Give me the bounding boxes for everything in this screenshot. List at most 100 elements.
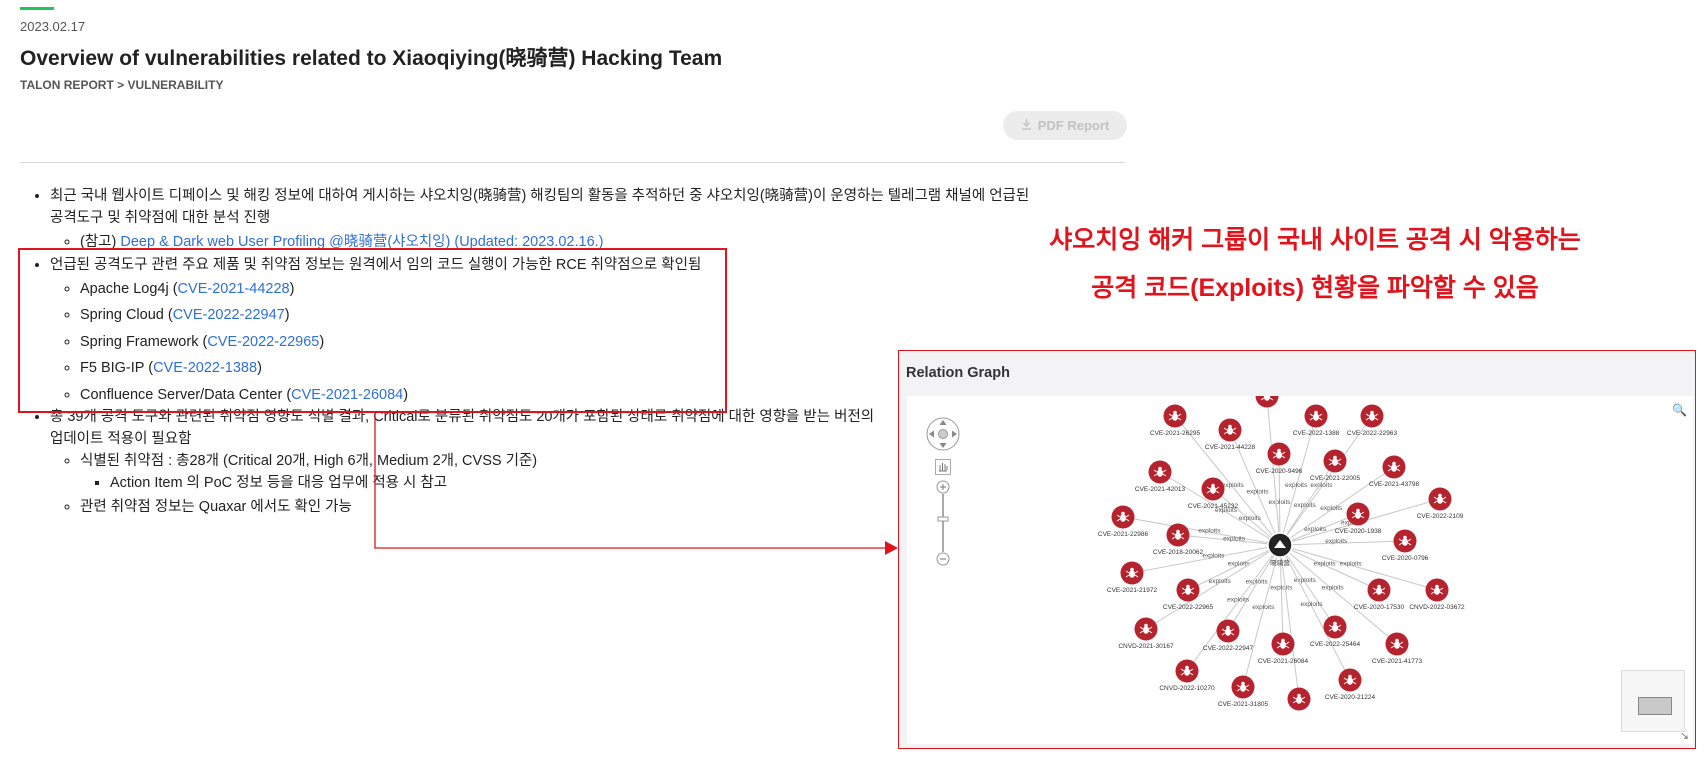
graph-edge: [1186, 544, 1281, 672]
report-content: 최근 국내 웹사이트 디페이스 및 해킹 정보에 대하여 게시하는 샤오치잉(晓…: [20, 185, 1110, 523]
graph-edge: [1278, 453, 1281, 546]
graph-edge: [1266, 396, 1281, 546]
cve-link[interactable]: CVE-2022-1388: [153, 360, 258, 376]
graph-node: CVE-2021-42013: [1135, 460, 1186, 493]
graph-node: CVE-2020-0796: [1382, 529, 1429, 562]
bullet-analysis-background: 최근 국내 웹사이트 디페이스 및 해킹 정보에 대하여 게시하는 샤오치잉(晓…: [50, 185, 1110, 253]
edge-label: exploits: [1320, 505, 1343, 512]
edge-label: exploits: [1340, 560, 1363, 567]
graph-node-label: CVE-2021-31805: [1218, 701, 1269, 708]
edge-label: exploits: [1294, 502, 1317, 509]
edge-label: exploits: [1228, 560, 1251, 567]
download-icon: [1021, 118, 1032, 133]
graph-node-label: CVE-2021-22005: [1310, 475, 1361, 482]
graph-node: [1255, 396, 1279, 408]
edge-label: exploits: [1227, 597, 1250, 604]
graph-center-node: 晓骑营: [1267, 532, 1293, 567]
relation-graph-title: Relation Graph: [906, 365, 1010, 381]
graph-node-label: CVE-2020-1938: [1335, 528, 1382, 535]
zoom-slider[interactable]: [935, 480, 951, 566]
graph-node: CVE-2020-21224: [1325, 668, 1376, 701]
graph-edge: [1279, 544, 1336, 628]
graph-node: CNVD-2022-03672: [1409, 578, 1465, 611]
cve-link[interactable]: CVE-2021-44228: [177, 280, 290, 297]
graph-node: CVE-2021-44228: [1205, 418, 1256, 451]
graph-node: CVE-2021-31805: [1218, 675, 1269, 708]
product-item: F5 BIG-IP (CVE-2022-1388): [80, 357, 1110, 379]
graph-edge: [1279, 513, 1359, 546]
action-item-note: Action Item 의 PoC 정보 등을 대응 업무에 적용 시 참고: [110, 472, 1110, 494]
edge-label: exploits: [1285, 482, 1308, 489]
magnifier-icon[interactable]: 🔍: [1672, 403, 1687, 417]
edge-label: exploits: [1246, 488, 1269, 495]
product-item: Apache Log4j (CVE-2021-44228): [80, 278, 1110, 300]
graph-edge: [1227, 544, 1281, 632]
edge-label: exploits: [1252, 604, 1275, 611]
graph-node-label: CVE-2021-44228: [1205, 444, 1256, 451]
graph-edge: [1279, 544, 1398, 645]
graph-edge: [1242, 544, 1281, 688]
graph-node: CVE-2022-2109: [1417, 487, 1464, 520]
graph-node-label: CVE-2022-22963: [1347, 430, 1398, 437]
graph-node: CVE-2021-21972: [1107, 561, 1158, 594]
reference-link[interactable]: Deep & Dark web User Profiling @晓骑营(샤오치잉…: [120, 234, 604, 250]
report-date: 2023.02.17: [20, 19, 86, 34]
cve-link[interactable]: CVE-2022-22965: [207, 333, 320, 350]
graph-node-label: CVE-2020-21224: [1325, 694, 1376, 701]
graph-node: CVE-2020-1938: [1335, 502, 1382, 535]
edge-label: exploits: [1246, 579, 1269, 586]
cve-link[interactable]: CVE-2022-22947: [172, 307, 285, 323]
graph-edge: [1279, 544, 1351, 681]
pdf-report-label: PDF Report: [1037, 118, 1110, 133]
graph-edge: [1279, 544, 1300, 700]
graph-node: CVE-2021-26084: [1258, 632, 1309, 665]
graph-edge: [1279, 540, 1406, 546]
graph-node-label: CVE-2022-1388: [1293, 430, 1340, 437]
minimap-viewport: [1638, 697, 1672, 715]
highlight-box: [18, 248, 727, 413]
graph-node: CVE-2022-22947: [1203, 619, 1254, 652]
graph-node-label: CVE-2020-17530: [1354, 604, 1405, 611]
hand-tool-icon[interactable]: [935, 459, 951, 475]
cve-link[interactable]: CVE-2021-26084: [291, 386, 404, 403]
bullet-impact-assessment: 총 39개 공격 도구와 관련된 취약점 영향도 식별 결과, Critical…: [50, 406, 1110, 518]
graph-node: CVE-2022-22965: [1163, 578, 1213, 611]
graph-edge: [1229, 429, 1281, 546]
graph-node: CVE-2022-1388: [1293, 404, 1340, 437]
graph-node-label: CVE-2018-20062: [1153, 549, 1204, 556]
graph-edge: [1174, 415, 1281, 546]
graph-edge: [1279, 544, 1284, 645]
pdf-report-button[interactable]: PDF Report: [1003, 111, 1127, 140]
graph-node: CVE-2021-22986: [1098, 505, 1148, 538]
graph-node-label: CVE-2021-21972: [1107, 587, 1158, 594]
graph-node-label: CVE-2022-22947: [1203, 645, 1254, 652]
quaxar-note: 관련 취약점 정보는 Quaxar 에서도 확인 가능: [80, 496, 1110, 518]
graph-node-label: CNVD-2022-10270: [1159, 685, 1215, 692]
graph-edge: [1159, 471, 1281, 546]
graph-node-label: CVE-2021-26084: [1258, 658, 1309, 665]
graph-edge: [1187, 544, 1281, 591]
resize-icon[interactable]: ↘: [1679, 730, 1689, 742]
edge-label: exploits: [1304, 526, 1327, 533]
graph-edge: [1177, 534, 1281, 546]
graph-edge: [1279, 544, 1438, 591]
edge-label: exploits: [1215, 507, 1238, 514]
graph-center-label: 晓骑营: [1270, 558, 1290, 567]
graph-edge: [1212, 488, 1281, 546]
edge-label: exploits: [1222, 482, 1245, 489]
graph-node: CVE-2022-25464: [1310, 615, 1360, 648]
edge-label: exploits: [1270, 585, 1293, 592]
graph-node: CVE-2022-22963: [1347, 404, 1398, 437]
edge-label: exploits: [1322, 585, 1345, 592]
graph-minimap[interactable]: [1621, 670, 1685, 732]
identified-vulns-item: 식별된 취약점 : 총28개 (Critical 20개, High 6개, M…: [80, 450, 1110, 494]
pan-control-icon[interactable]: [925, 416, 961, 452]
page-title: Overview of vulnerabilities related to X…: [20, 47, 723, 70]
graph-node-label: CVE-2021-42013: [1135, 486, 1186, 493]
product-item: Spring Framework (CVE-2022-22965): [80, 331, 1110, 353]
edge-label: exploits: [1223, 536, 1246, 543]
